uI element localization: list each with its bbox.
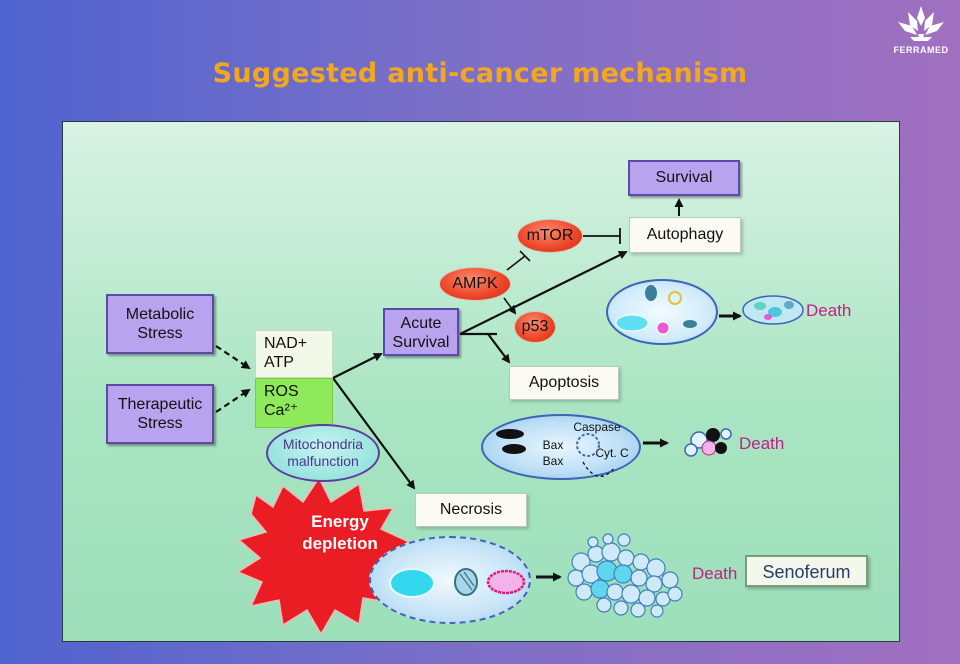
death-label-apoptosis: Death [739,434,785,453]
autophagy-box: Autophagy [629,217,741,253]
energy-depletion-label: Energy depletion [302,512,378,553]
mitochondria-malfunction-oval: Mitochondria malfunction [266,424,380,482]
arrow-metabolic [215,345,251,370]
autophagy-cell [606,279,718,345]
ferramed-logo: FERRAMED [888,4,954,55]
bax-label-1: Bax [542,438,564,452]
logo-text: FERRAMED [893,45,949,55]
caspase-label: Caspase [573,420,621,434]
apoptosis-box: Apoptosis [509,366,619,400]
metabolic-stress-box: Metabolic Stress [106,294,214,354]
ros-ca-box: ROS Ca²⁺ [255,378,333,428]
death-label-necrosis: Death [692,564,738,583]
mtor-oval: mTOR [517,219,583,253]
p53-oval: p53 [514,311,556,343]
arrow-to-autophagy [459,251,628,335]
senoferum-box: Senoferum [745,555,868,587]
death-label-autophagy: Death [806,301,852,320]
inhibit-ampk-mtor [506,255,526,271]
bax-label-2: Bax [542,454,564,468]
autophagy-death-blob [742,295,804,325]
ampk-oval: AMPK [439,267,511,301]
necrosis-cell [369,536,531,624]
necrosis-box: Necrosis [415,493,527,527]
lotus-flower-icon [898,6,944,41]
necrosis-death-cluster [567,533,683,618]
arrow-to-acute [332,353,383,379]
acute-survival-box: Acute Survival [383,308,459,356]
survival-box: Survival [628,160,740,196]
cytc-label: Cyt. C [595,446,629,460]
diagram-panel: Metabolic Stress Therapeutic Stress NAD+… [62,121,900,642]
arrow-therapeutic [215,388,251,413]
nad-atp-box: NAD+ ATP [255,330,333,378]
therapeutic-stress-box: Therapeutic Stress [106,384,214,444]
arrow-ampk-p53 [503,297,517,315]
apoptosis-death-blob [684,428,732,457]
arrow-to-necrosis [332,377,416,490]
page-title: Suggested anti-cancer mechanism [212,58,748,89]
